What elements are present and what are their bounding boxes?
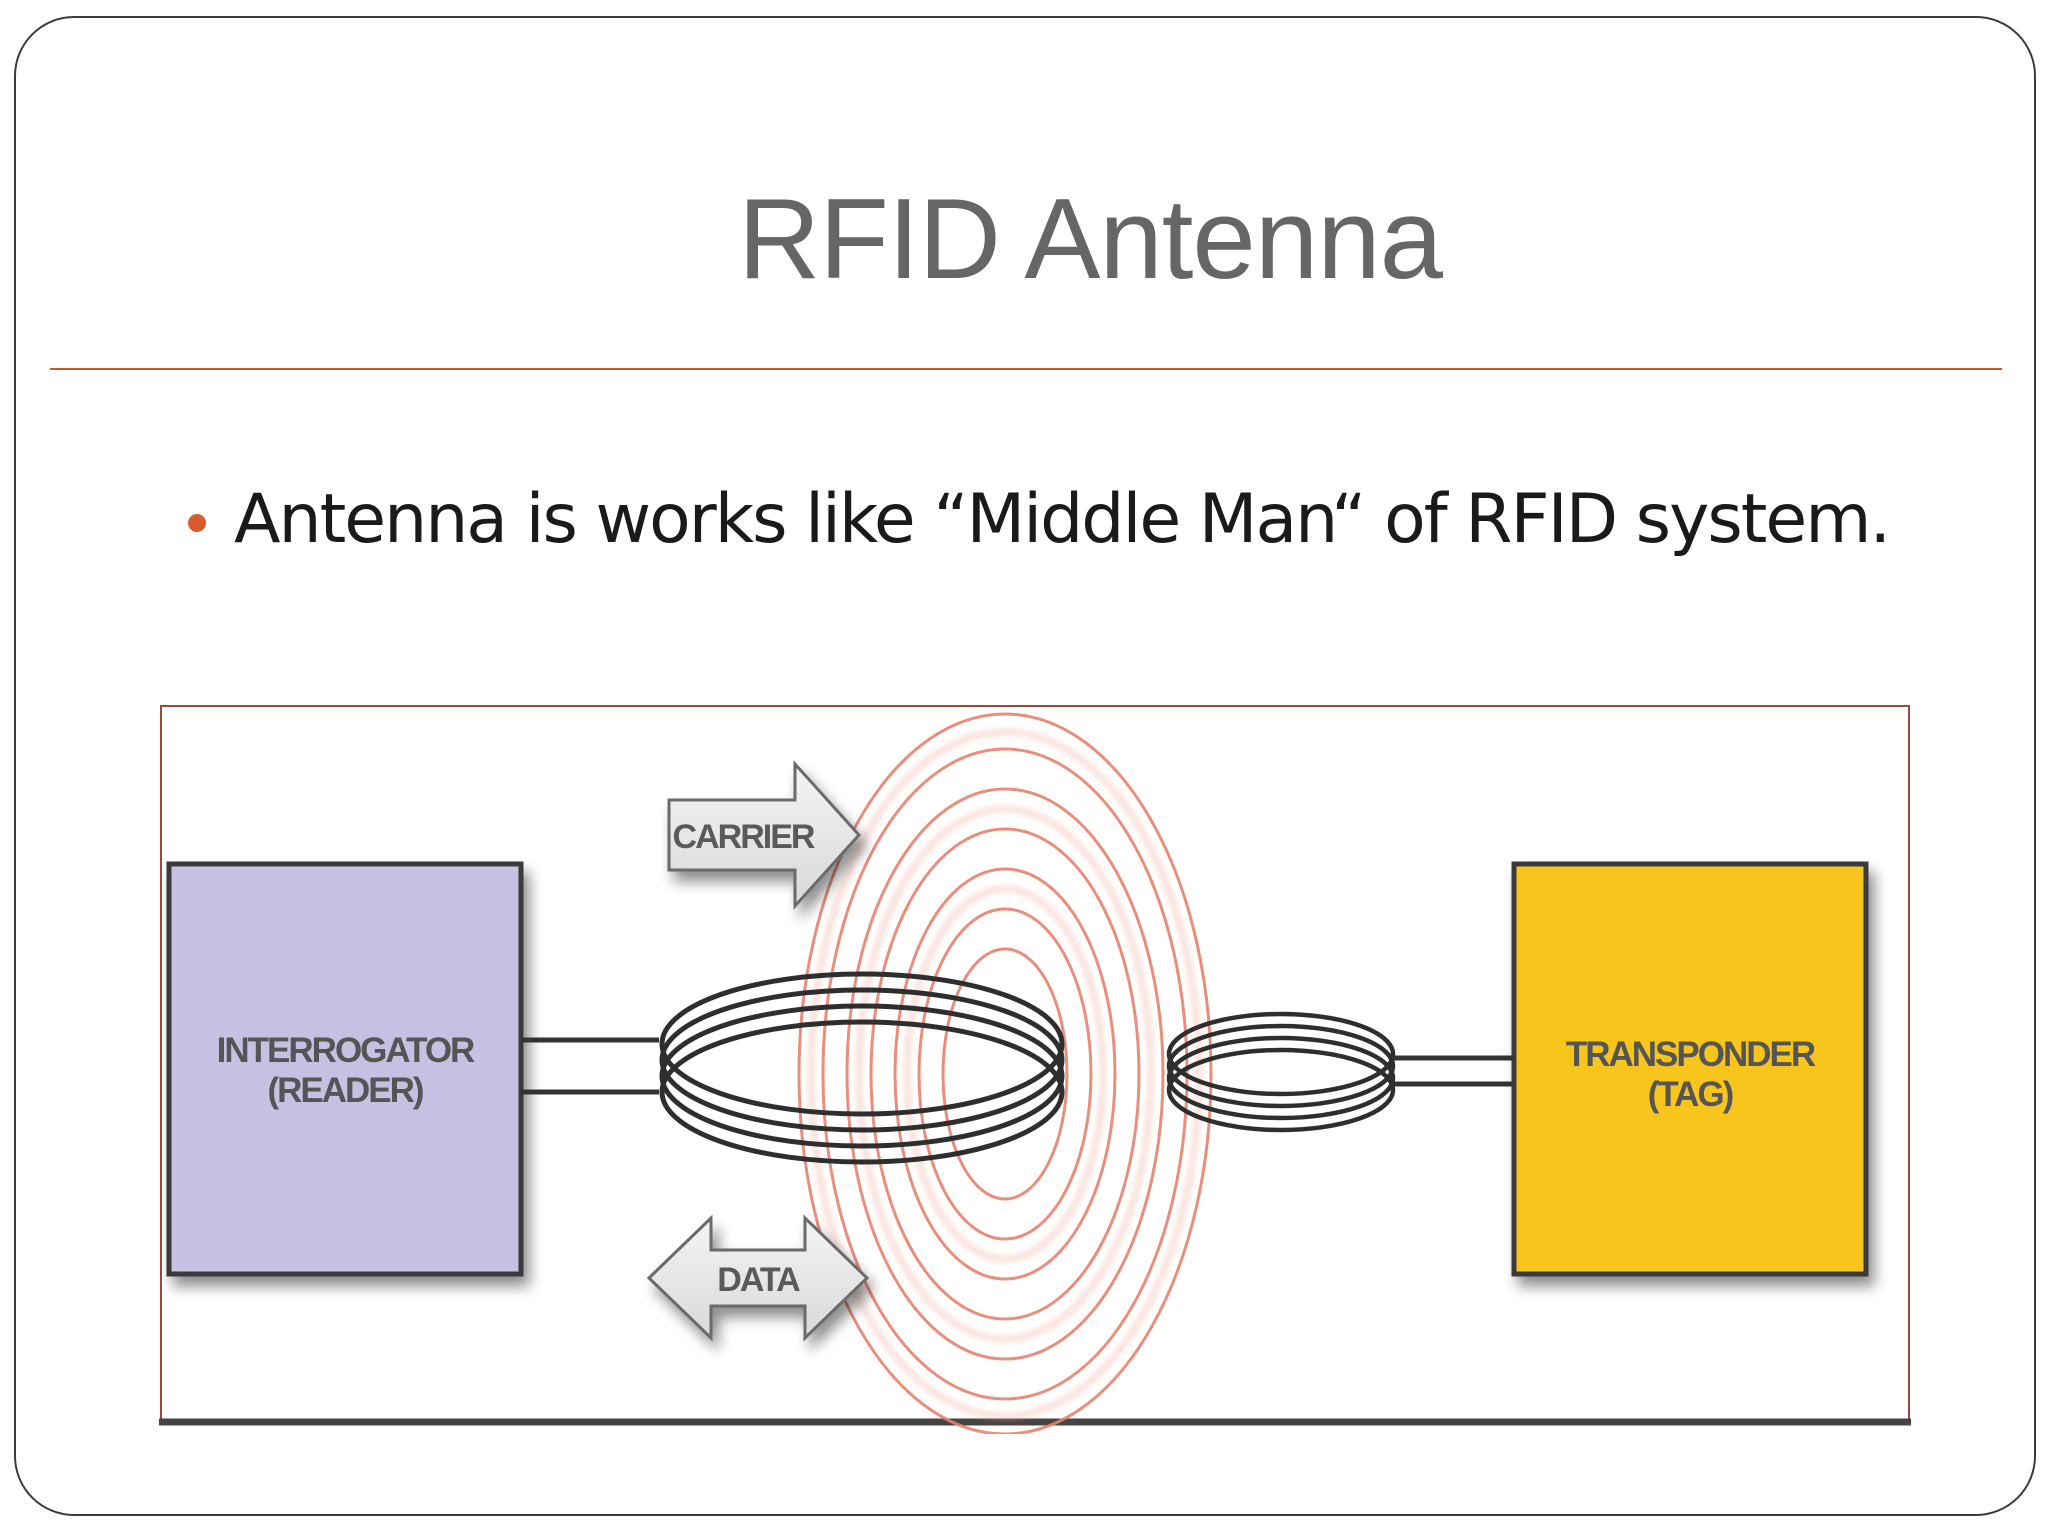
tag-label-line1: TRANSPONDER [1566, 1035, 1816, 1074]
slide-title: RFID Antenna [737, 176, 1443, 303]
carrier-arrow: CARRIER [667, 760, 862, 910]
reader-label-line2: (READER) [267, 1071, 422, 1110]
tag-label-line2: (TAG) [1648, 1075, 1733, 1114]
slide: RFID Antenna Antenna is works like “Midd… [14, 16, 2036, 1516]
tag-antenna-coil [1166, 1011, 1396, 1133]
rf-field [797, 712, 1213, 1434]
carrier-label: CARRIER [673, 818, 815, 856]
reader-label-line1: INTERROGATOR [217, 1031, 475, 1070]
rfid-diagram: INTERROGATOR (READER) TRANSPONDER (TAG) [159, 705, 1911, 1434]
bullet-item: Antenna is works like “Middle Man“ of RF… [188, 480, 1891, 559]
reader-box [166, 861, 524, 1277]
reader-antenna-coil [659, 971, 1065, 1165]
data-label: DATA [717, 1261, 800, 1299]
tag-leads [1393, 1055, 1514, 1087]
tag-box [1511, 861, 1869, 1277]
data-arrow: DATA [646, 1214, 870, 1342]
bullet-dot-icon [188, 513, 206, 532]
title-divider [50, 368, 2002, 370]
bullet-text: Antenna is works like “Middle Man“ of RF… [234, 480, 1891, 559]
reader-leads [521, 1037, 659, 1095]
rf-field-glow [807, 728, 1203, 1420]
